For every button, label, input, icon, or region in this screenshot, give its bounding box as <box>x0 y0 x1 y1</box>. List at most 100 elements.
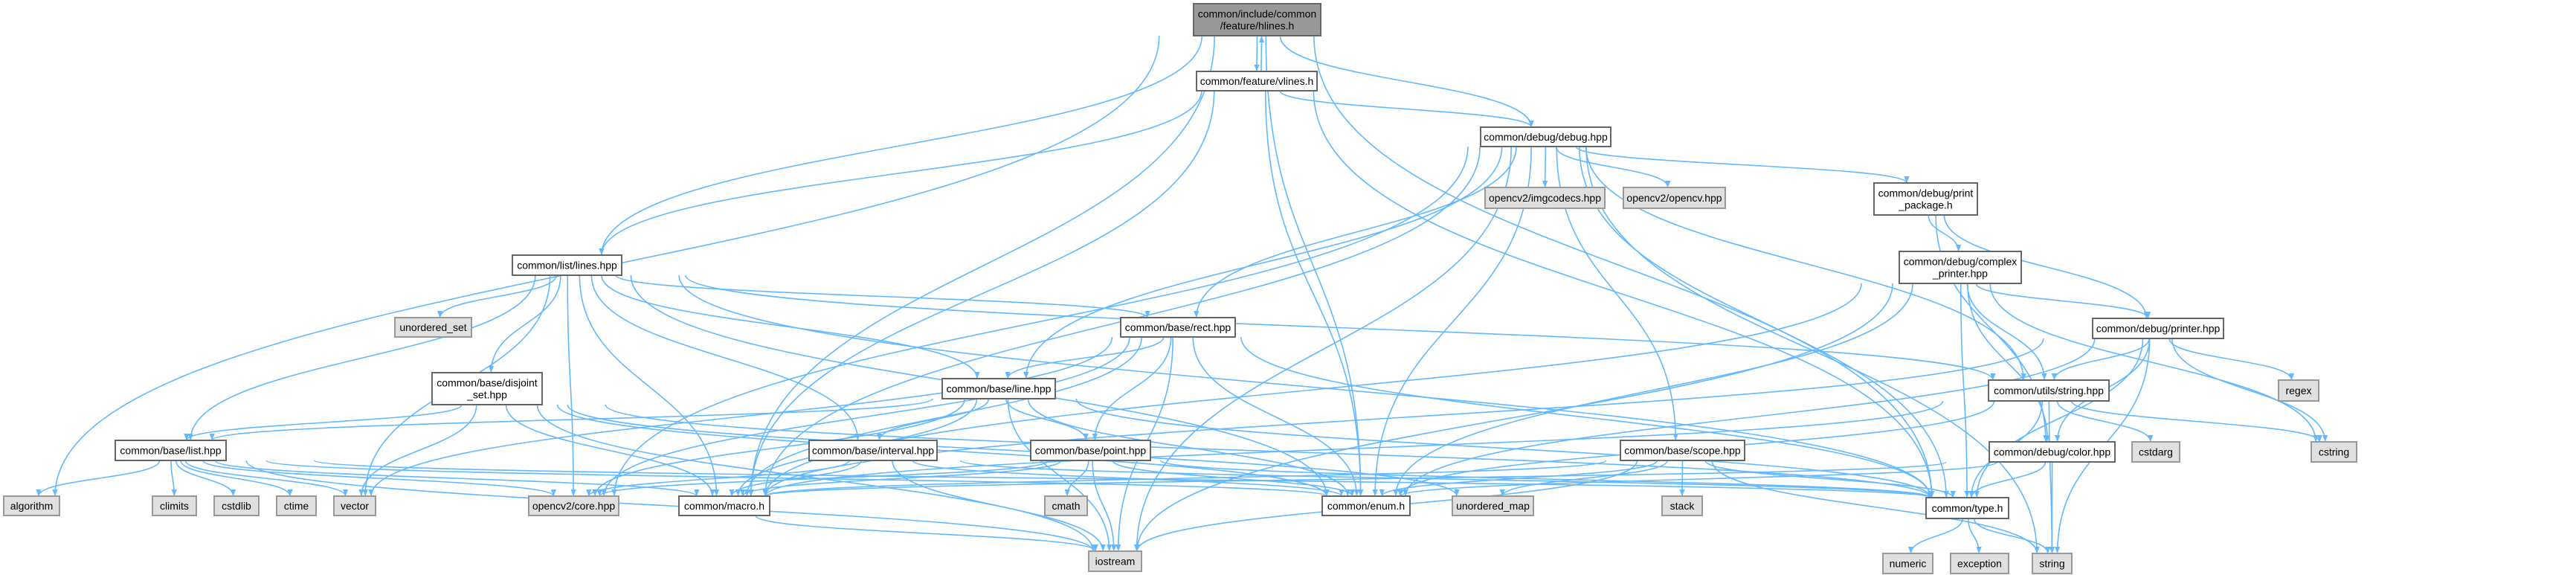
node-enum[interactable]: common/enum.h <box>1321 495 1411 516</box>
edge-interval-to-iostream <box>892 460 1106 552</box>
node-unordered-map: unordered_map <box>1452 495 1534 516</box>
edge-disjoint-to-vector <box>358 404 477 497</box>
edge-lines-to-rect <box>615 274 1150 318</box>
node-root[interactable]: common/include/common/feature/hlines.h <box>1193 3 1321 36</box>
node-lines[interactable]: common/list/lines.hpp <box>512 254 622 276</box>
node-type[interactable]: common/type.h <box>1925 497 2009 519</box>
edge-disjoint-to-list <box>184 404 463 441</box>
edge-point-to-cmath <box>1064 460 1089 497</box>
edge-root-to-debug <box>1279 35 1534 128</box>
node-vlines[interactable]: common/feature/vlines.h <box>1196 71 1318 91</box>
node-label: cstdlib <box>222 500 251 512</box>
edge-list-to-cstdlib <box>175 460 236 497</box>
edge-lines-to-unordered_set <box>437 274 557 318</box>
edge-lines-to-disjoint <box>488 274 561 373</box>
node-label: common/debug/complex <box>1904 256 2018 268</box>
node-scope[interactable]: common/base/scope.hpp <box>1620 440 1745 461</box>
node-cstring: cstring <box>2311 441 2357 463</box>
node-label: unordered_set <box>399 321 466 333</box>
edge-scope-to-macro <box>762 460 1607 497</box>
edge-color-to-macro <box>763 461 1947 497</box>
edge-scope-to-string <box>1711 460 2040 554</box>
node-printer[interactable]: common/debug/printer.hpp <box>2092 318 2224 339</box>
node-rect[interactable]: common/base/rect.hpp <box>1120 317 1236 338</box>
node-label: opencv2/core.hpp <box>532 500 616 512</box>
edge-printer-to-macro <box>762 338 2044 497</box>
edge-root-to-type <box>1313 35 1935 498</box>
edge-point-to-iostream <box>1092 460 1117 552</box>
edge-list-to-algorithm <box>36 460 161 497</box>
node-box <box>1989 441 2116 463</box>
edge-debug-to-rect <box>1194 146 1517 318</box>
node-label: algorithm <box>10 500 54 512</box>
node-line[interactable]: common/base/line.hpp <box>941 378 1056 399</box>
node-label: common/base/point.hpp <box>1035 445 1147 457</box>
node-list[interactable]: common/base/list.hpp <box>115 440 227 461</box>
node-ustring[interactable]: common/utils/string.hpp <box>1988 379 2110 402</box>
node-box <box>512 254 622 276</box>
node-color[interactable]: common/debug/color.hpp <box>1989 441 2116 463</box>
edge-list-to-iostream <box>245 460 1096 552</box>
node-ctime: ctime <box>276 495 317 516</box>
node-label: iostream <box>1095 556 1136 568</box>
edge-interval-to-macro <box>729 460 862 497</box>
edge-print_package-to-printer <box>1943 214 2149 319</box>
node-print-package[interactable]: common/debug/print_package.h <box>1873 182 1978 216</box>
node-label: common/type.h <box>1932 502 2003 514</box>
edge-complex_printer-to-color <box>1967 283 2050 443</box>
node-box <box>115 440 227 461</box>
edge-complex_printer-to-macro <box>762 283 1862 497</box>
edge-scope-to-unordered_map <box>1499 460 1668 497</box>
node-label: common/feature/vlines.h <box>1200 75 1314 87</box>
node-complex-printer[interactable]: common/debug/complex_printer.hpp <box>1899 251 2022 284</box>
node-label: unordered_map <box>1456 500 1530 512</box>
node-box <box>2032 553 2073 574</box>
edge-root-to-lines <box>599 35 1203 256</box>
edge-list-to-vector <box>184 460 349 497</box>
node-exception: exception <box>1950 553 2009 574</box>
edge-debug-to-iostream <box>1133 146 1512 552</box>
edge-list-to-macro <box>214 460 700 497</box>
edge-printer-to-ustring <box>2051 338 2151 381</box>
node-label: cstdarg <box>2139 446 2173 458</box>
node-unordered-set: unordered_set <box>394 317 472 338</box>
edge-list-to-climits <box>170 460 177 497</box>
node-disjoint[interactable]: common/base/disjoint_set.hpp <box>431 372 543 405</box>
edge-type-to-numeric <box>1907 518 1963 554</box>
node-interval[interactable]: common/base/interval.hpp <box>808 440 938 461</box>
edge-disjoint-to-iostream <box>536 404 1096 552</box>
node-box <box>678 495 770 516</box>
node-label: common/utils/string.hpp <box>1994 385 2104 396</box>
edge-debug-to-print_package <box>1575 146 1910 184</box>
edge-disjoint-to-enum <box>556 404 1330 497</box>
edge-printer-to-cstring <box>2171 338 2328 443</box>
edge-printer-to-type <box>1974 338 2144 498</box>
node-box <box>941 378 1056 399</box>
node-regex: regex <box>2278 379 2319 402</box>
edge-ustring-to-string <box>2048 400 2055 554</box>
edge-vlines-to-root <box>1258 35 1265 72</box>
node-macro[interactable]: common/macro.h <box>678 495 770 516</box>
edge-debug-to-enum <box>1372 146 1532 497</box>
node-imgcodecs: opencv2/imgcodecs.hpp <box>1484 187 1606 209</box>
edge-rect-to-enum <box>1192 336 1359 497</box>
edge-complex_printer-to-cstring <box>1989 283 2319 443</box>
edge-rect-to-line <box>1005 336 1165 379</box>
node-label: _printer.hpp <box>1932 268 1988 280</box>
node-box <box>1623 187 1726 209</box>
node-debug[interactable]: common/debug/debug.hpp <box>1480 126 1611 147</box>
edge-point-to-type <box>1160 460 1933 498</box>
node-label: climits <box>160 500 189 512</box>
node-box <box>2092 318 2224 339</box>
node-box <box>1484 187 1606 209</box>
edge-complex_printer-to-printer <box>1975 283 2151 319</box>
edge-debug-to-line <box>1023 146 1503 379</box>
edge-lines-to-core <box>567 274 576 497</box>
node-opencv: opencv2/opencv.hpp <box>1623 187 1726 209</box>
node-box <box>1882 553 1933 574</box>
node-label: regex <box>2285 385 2311 396</box>
node-box <box>1044 495 1088 516</box>
node-box <box>1321 495 1411 516</box>
node-point[interactable]: common/base/point.hpp <box>1030 440 1151 461</box>
